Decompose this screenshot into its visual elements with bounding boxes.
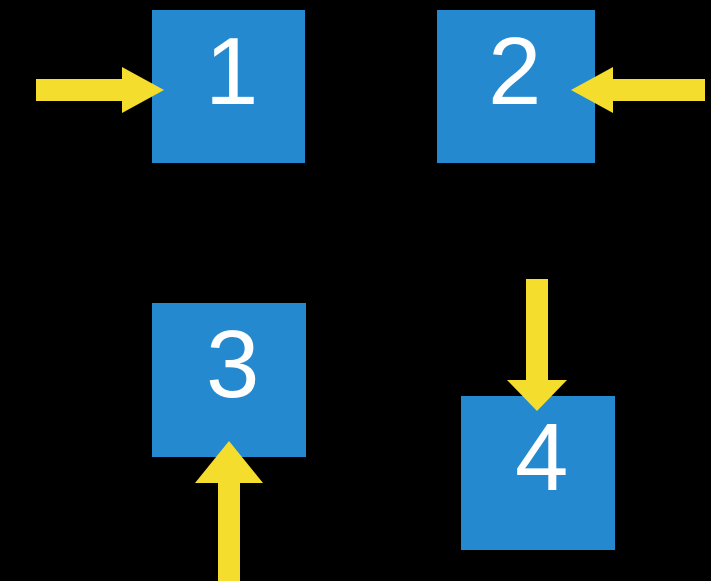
node-box-2[interactable] [437, 10, 595, 163]
node-label-1: 1 [205, 18, 259, 125]
arrow-up-icon [195, 441, 263, 581]
node-label-4: 4 [515, 404, 569, 511]
node-box-3[interactable] [152, 303, 306, 457]
arrow-down-icon [507, 279, 567, 411]
arrow-right-icon [36, 67, 164, 113]
arrow-left-icon [571, 67, 705, 113]
node-box-4[interactable] [461, 396, 615, 550]
node-label-3: 3 [206, 311, 260, 418]
node-label-2: 2 [488, 18, 542, 125]
node-box-1[interactable] [152, 10, 305, 163]
